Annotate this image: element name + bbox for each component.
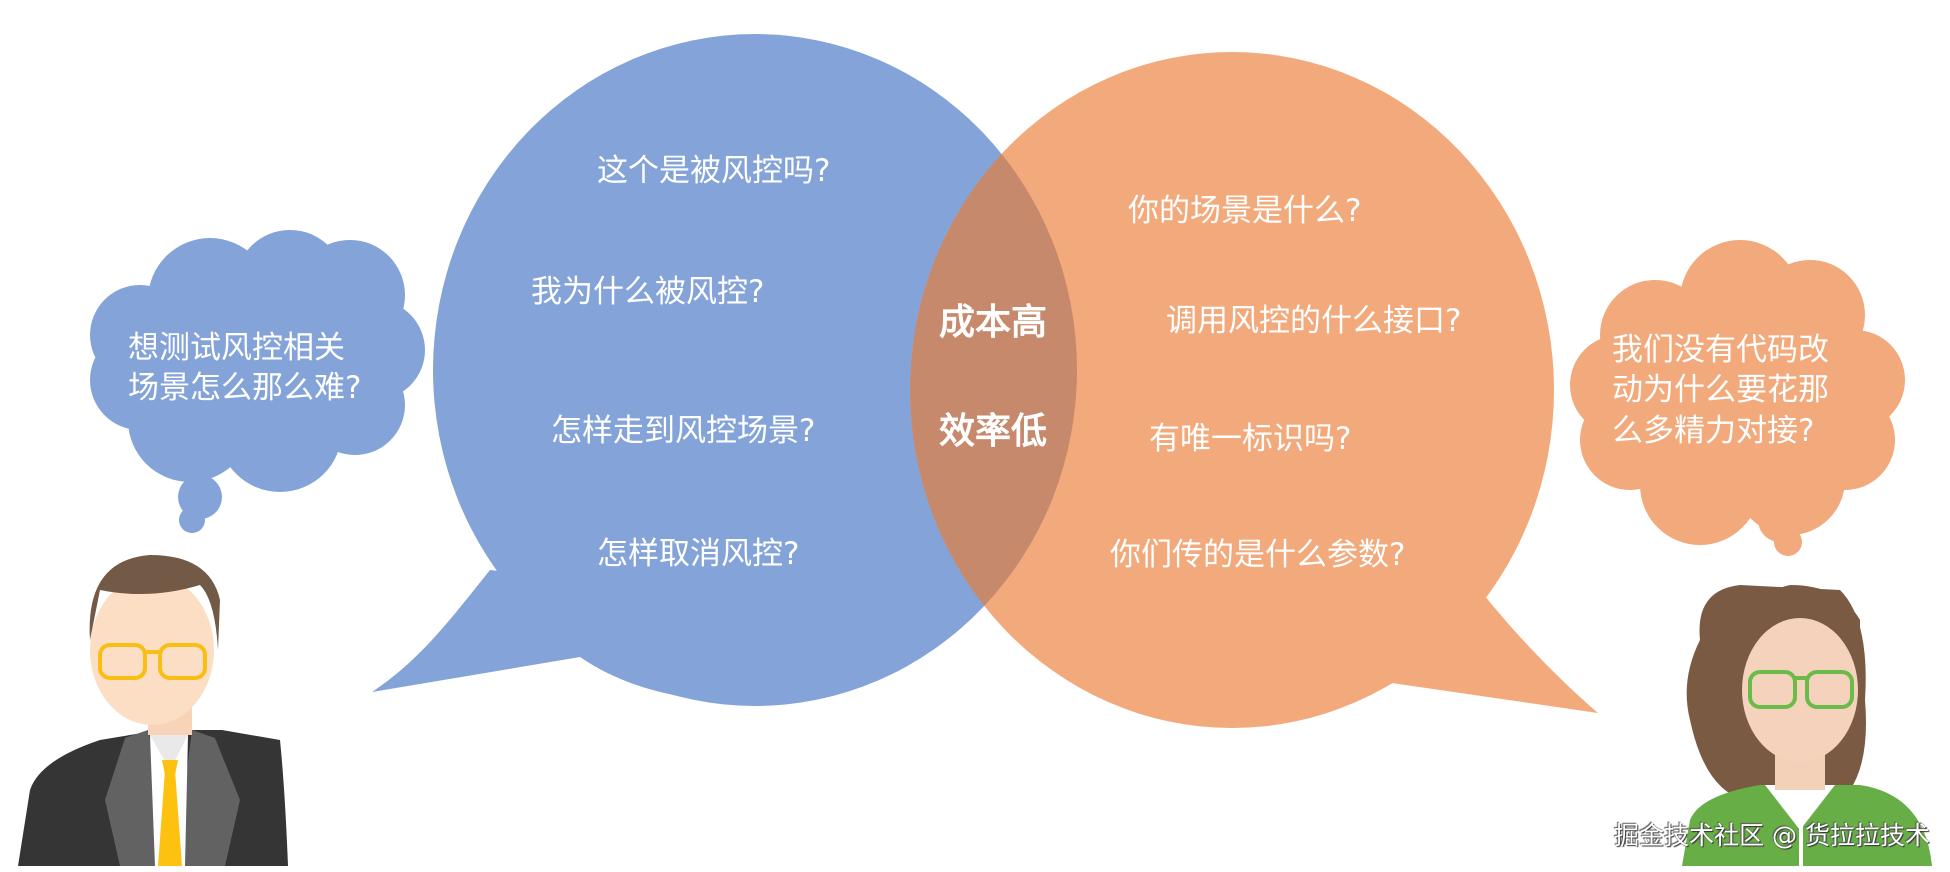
right-thought-cloud [1570, 240, 1905, 556]
orange-question: 你们传的是什么参数? [1110, 537, 1406, 573]
orange-question: 调用风控的什么接口? [1166, 303, 1462, 339]
right-thought-line: 我们没有代码改 [1612, 332, 1829, 368]
left-thought-line: 场景怎么那么难? [128, 370, 362, 407]
left-thought-line: 想测试风控相关 [128, 330, 345, 366]
watermark: 掘金技术社区 @ 货拉拉技术 [1614, 821, 1930, 850]
orange-question: 你的场景是什么? [1128, 193, 1362, 229]
blue-question: 我为什么被风控? [531, 274, 765, 310]
right-thought-line: 动为什么要花那 [1612, 372, 1829, 409]
orange-speech-bubble [910, 52, 1598, 728]
right-thought-text: 我们没有代码改 动为什么要花那 么多精力对接? [1612, 330, 1872, 451]
orange-question: 有唯一标识吗? [1149, 421, 1352, 457]
left-thought-text: 想测试风控相关 场景怎么那么难? [128, 328, 398, 409]
blue-question: 怎样取消风控? [597, 536, 800, 572]
man-avatar-icon [18, 555, 288, 866]
left-thought-cloud [90, 230, 425, 533]
blue-speech-bubble [372, 34, 1077, 706]
blue-question: 这个是被风控吗? [597, 153, 831, 189]
blue-question: 怎样走到风控场景? [551, 413, 816, 449]
woman-avatar-icon [1682, 585, 1932, 866]
right-thought-line: 么多精力对接? [1612, 412, 1815, 449]
overlap-label-efficiency: 效率低 [939, 411, 1048, 452]
overlap-label-cost: 成本高 [939, 302, 1048, 343]
